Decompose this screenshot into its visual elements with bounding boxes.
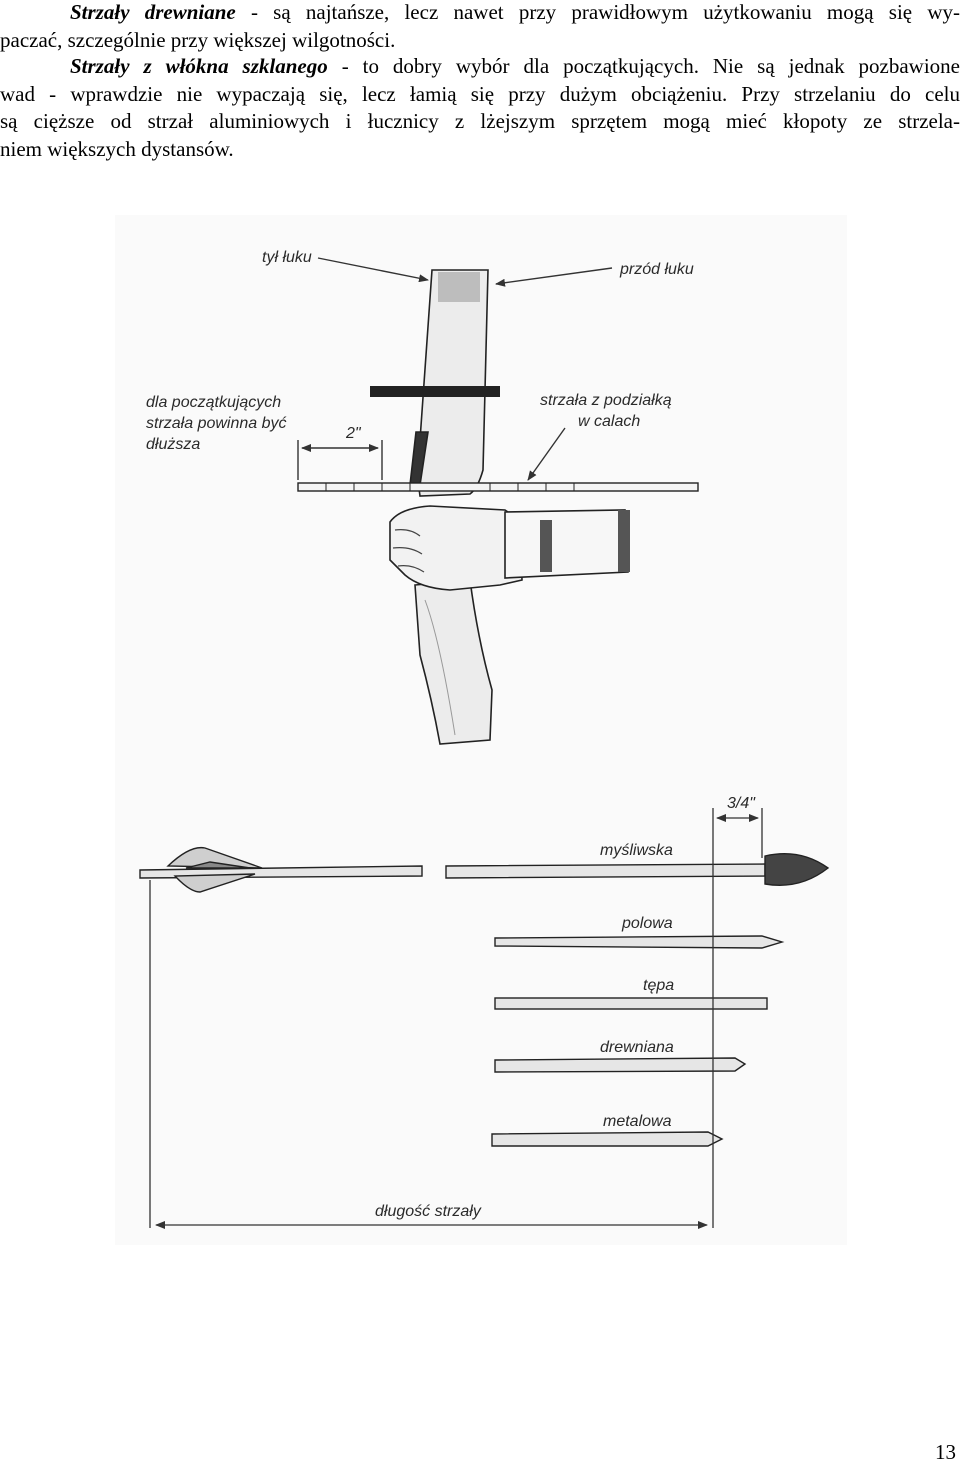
paragraph-line: Strzały drewniane - są najtańsze, lecz n…	[0, 0, 960, 27]
measuring-arrow	[297, 482, 699, 492]
bow-drawing	[297, 269, 699, 745]
hunting-arrow-shaft-right	[445, 863, 766, 879]
hunting-arrow-fletch-bottom	[173, 873, 256, 893]
arrow-rest	[370, 386, 500, 397]
paragraph-text: - są najtańsze, lecz nawet przy prawidło…	[235, 0, 960, 24]
label-leaders	[297, 257, 613, 481]
label-front-of-bow: przód łuku	[619, 261, 694, 278]
label-beginners-line1: dla początkujących	[146, 394, 281, 411]
paragraph-line: Strzały z włókna szklanego - to dobry wy…	[0, 53, 960, 81]
label-back-of-bow: tył łuku	[262, 249, 312, 266]
paragraph-fiberglass-arrows: Strzały z włókna szklanego - to dobry wy…	[0, 53, 960, 163]
paragraph-lead: Strzały drewniane	[70, 0, 236, 24]
label-wooden-arrow: drewniana	[600, 1039, 674, 1056]
label-hunting-arrow: myśliwska	[600, 842, 673, 859]
paragraph-wooden-arrows: Strzały drewniane - są najtańsze, lecz n…	[0, 0, 960, 54]
paragraph-line: niem większych dystansów.	[0, 136, 234, 161]
forearm	[504, 509, 629, 579]
label-marked-arrow-line1: strzała z podziałką	[540, 392, 672, 409]
wooden-arrow	[494, 1057, 747, 1073]
label-three-quarter-inch: 3/4"	[727, 795, 756, 812]
sleeve-cuff	[618, 510, 630, 572]
wrist-band	[540, 520, 552, 572]
blunt-arrow	[494, 997, 768, 1010]
hand	[389, 505, 523, 591]
paragraph-line: wad - wprawdzie nie wypaczają się, lecz …	[0, 81, 960, 106]
label-beginners-line3: dłuższa	[146, 436, 200, 453]
arrow-scale-ticks	[325, 483, 575, 491]
page-number: 13	[935, 1440, 956, 1464]
paragraph-text: - to dobry wybór dla początkujących. Nie…	[327, 54, 960, 78]
label-beginners-line2: strzała powinna być	[146, 415, 287, 432]
paragraph-lead: Strzały z włókna szklanego	[70, 54, 328, 78]
label-field-arrow: polowa	[621, 915, 673, 932]
label-blunt-arrow: tępa	[643, 977, 674, 994]
arrow-types-drawing	[139, 846, 830, 1147]
label-marked-arrow-line2: w calach	[578, 413, 640, 430]
label-metal-arrow: metalowa	[603, 1113, 672, 1130]
riser-shade	[438, 272, 480, 302]
paragraph-line: paczać, szczególnie przy większej wilgot…	[0, 27, 396, 52]
label-two-inch: 2"	[345, 425, 362, 442]
metal-arrow	[491, 1131, 724, 1147]
field-arrow	[494, 935, 785, 949]
hunting-arrow-fletch-top	[166, 846, 263, 869]
arrow-measure-lines	[149, 808, 763, 1229]
label-arrow-length: długość strzały	[375, 1203, 482, 1220]
bow-lower-limb	[414, 579, 493, 745]
paragraph-line: są cięższe od strzał aluminiowych i łucz…	[0, 109, 960, 133]
hunting-broadhead	[764, 853, 830, 886]
